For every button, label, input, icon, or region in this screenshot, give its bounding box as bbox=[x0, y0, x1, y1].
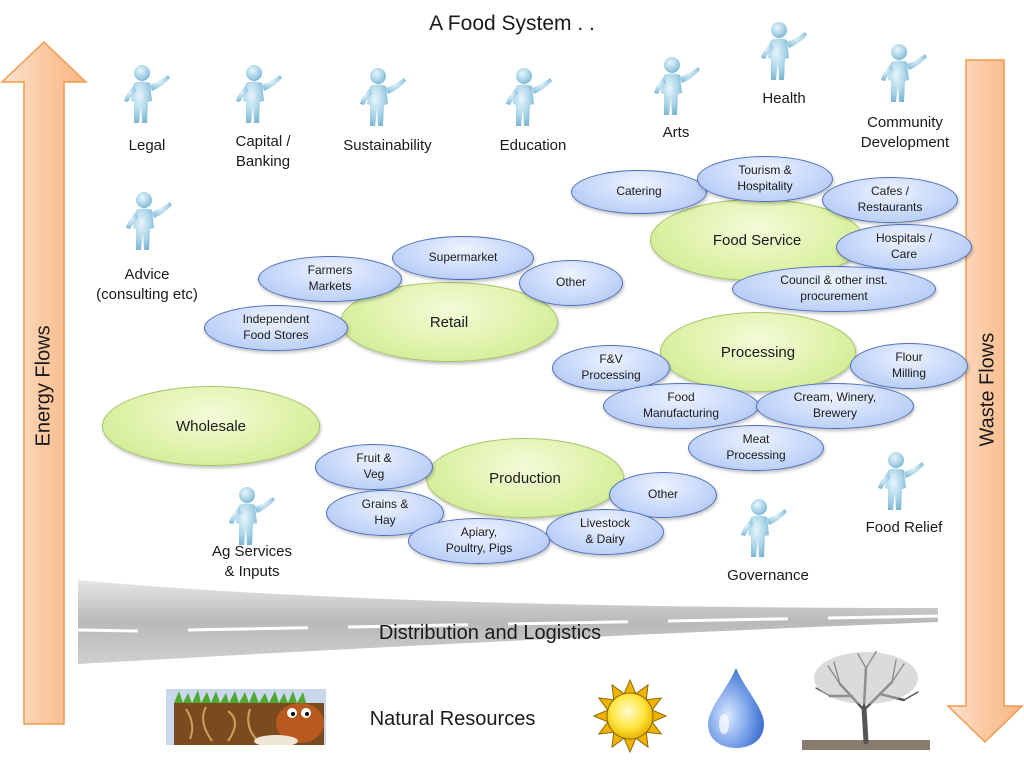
waste-flows-arrow bbox=[946, 59, 1024, 744]
person-icon bbox=[122, 190, 174, 252]
sun-icon bbox=[592, 678, 668, 754]
person-icon bbox=[225, 485, 277, 547]
role-education: Education bbox=[499, 137, 567, 154]
node-meat-processing: Meat Processing bbox=[688, 425, 824, 471]
role-ag-services: Ag Services & Inputs bbox=[211, 543, 293, 580]
energy-flows-label: Energy Flows bbox=[32, 325, 55, 447]
road-band bbox=[78, 580, 939, 664]
hub-production: Production bbox=[426, 438, 624, 518]
node-production-other: Other bbox=[609, 472, 717, 518]
natural-resources-label: Natural Resources bbox=[369, 708, 536, 730]
waste-flows-label: Waste Flows bbox=[976, 332, 999, 447]
node-food-manufacturing: Food Manufacturing bbox=[603, 383, 759, 429]
hub-processing: Processing bbox=[660, 312, 856, 392]
node-catering: Catering bbox=[571, 170, 707, 214]
role-governance: Governance bbox=[727, 567, 809, 584]
node-livestock-dairy: Livestock & Dairy bbox=[546, 509, 664, 555]
hub-wholesale: Wholesale bbox=[102, 386, 320, 466]
role-arts: Arts bbox=[662, 124, 690, 141]
node-cafes-restaurants: Cafes / Restaurants bbox=[822, 177, 958, 223]
person-icon bbox=[737, 497, 789, 559]
role-capital-banking: Capital / Banking bbox=[235, 133, 291, 170]
person-icon bbox=[650, 55, 702, 117]
node-council-procurement: Council & other inst. procurement bbox=[732, 266, 936, 312]
energy-flows-arrow bbox=[0, 40, 88, 725]
node-flour-milling: Flour Milling bbox=[850, 343, 968, 389]
node-independent-food-stores: Independent Food Stores bbox=[204, 305, 348, 351]
person-icon bbox=[502, 66, 554, 128]
node-fruit-veg: Fruit & Veg bbox=[315, 444, 433, 490]
role-advice: Advice (consulting etc) bbox=[96, 266, 198, 303]
node-cream-winery-brewery: Cream, Winery, Brewery bbox=[756, 383, 914, 429]
diagram-title: A Food System . . bbox=[429, 12, 595, 35]
person-icon bbox=[120, 63, 172, 125]
tree-icon bbox=[802, 651, 930, 750]
water-drop-icon bbox=[708, 668, 764, 748]
node-tourism-hospitality: Tourism & Hospitality bbox=[697, 156, 833, 202]
role-community-development: Community Development bbox=[860, 114, 950, 151]
soil-worm-icon bbox=[166, 689, 326, 745]
node-retail-other: Other bbox=[519, 260, 623, 306]
node-supermarket: Supermarket bbox=[392, 236, 534, 280]
node-apiary-poultry-pigs: Apiary, Poultry, Pigs bbox=[408, 518, 550, 564]
distribution-logistics-label: Distribution and Logistics bbox=[378, 622, 602, 644]
person-icon bbox=[874, 450, 926, 512]
person-icon bbox=[232, 63, 284, 125]
person-icon bbox=[356, 66, 408, 128]
node-hospitals-care: Hospitals / Care bbox=[836, 224, 972, 270]
node-fv-processing: F&V Processing bbox=[552, 345, 670, 391]
role-legal: Legal bbox=[128, 137, 166, 154]
role-health: Health bbox=[762, 90, 806, 107]
role-food-relief: Food Relief bbox=[865, 519, 943, 536]
person-icon bbox=[757, 20, 809, 82]
node-farmers-markets: Farmers Markets bbox=[258, 256, 402, 302]
person-icon bbox=[877, 42, 929, 104]
role-sustainability: Sustainability bbox=[343, 137, 432, 154]
